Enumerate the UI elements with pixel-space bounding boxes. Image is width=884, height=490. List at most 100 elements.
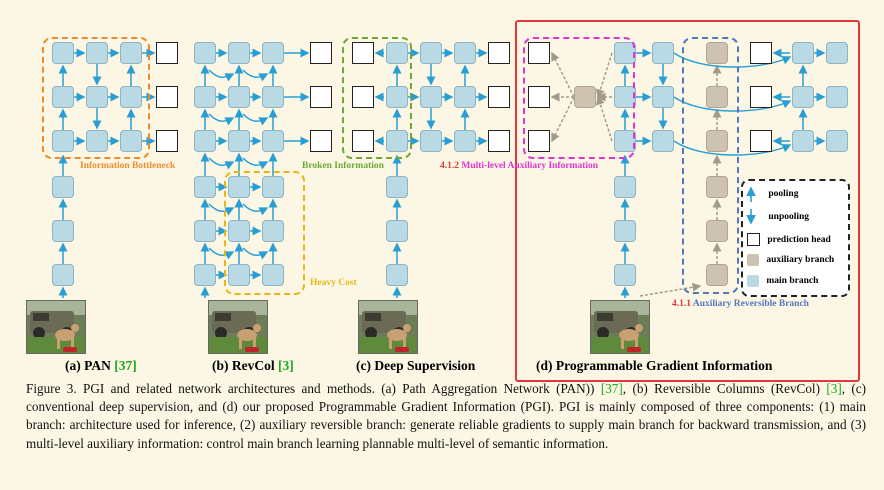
legend-prediction-head: prediction head (747, 233, 831, 246)
dog-photo (26, 300, 86, 354)
dog-photo (208, 300, 268, 354)
aux-box-icon (747, 254, 759, 266)
panel-label-c: (c) Deep Supervision (356, 358, 476, 373)
skip-arrow (208, 113, 235, 126)
pgi-main-node (792, 130, 814, 152)
revcol-node (194, 176, 216, 198)
pan-node (86, 130, 108, 152)
pgi-highlight-box (515, 20, 860, 382)
prediction-head (156, 42, 178, 64)
arrow-down-icon (746, 209, 756, 225)
pan-backbone-node (52, 264, 74, 286)
multi-level-label: 4.1.2 Multi-level Auxiliary Information (440, 161, 598, 171)
legend-label: auxiliary branch (766, 255, 835, 266)
pan-node (120, 86, 142, 108)
prediction-head (310, 86, 332, 108)
pgi-main-node (652, 130, 674, 152)
head-box-icon (747, 233, 760, 246)
aux-info-arrow (595, 52, 613, 99)
pgi-main-node (652, 42, 674, 64)
pan-node (52, 130, 74, 152)
prediction-head (528, 130, 550, 152)
pgi-main-node (826, 130, 848, 152)
panel-label-b: (b) RevCol [3] (212, 358, 294, 373)
revcol-node (228, 264, 250, 286)
prediction-head (528, 86, 550, 108)
revcol-node (194, 264, 216, 286)
skip-arrow (208, 247, 235, 260)
ds-node (454, 86, 476, 108)
revcol-node (228, 130, 250, 152)
pan-node (120, 130, 142, 152)
skip-arrow (208, 69, 235, 82)
ds-node (386, 86, 408, 108)
prediction-head (750, 86, 772, 108)
ds-node (386, 42, 408, 64)
pan-backbone-node (52, 176, 74, 198)
pgi-main-node (826, 86, 848, 108)
revcol-node (228, 176, 250, 198)
heavy-cost-box (224, 171, 305, 295)
prediction-head (750, 130, 772, 152)
prediction-head (352, 130, 374, 152)
panel-label-a: (a) PAN [37] (65, 358, 137, 373)
pgi-main-node (652, 86, 674, 108)
pgi-backbone-node (614, 264, 636, 286)
aux-info-arrow (551, 51, 575, 98)
aux-info-arrow (595, 95, 613, 142)
multi-level-text: Multi-level Auxiliary Information (461, 161, 599, 171)
deep-supervision-box (342, 37, 412, 159)
pan-node (86, 42, 108, 64)
pgi-backbone-node (614, 176, 636, 198)
legend-label: unpooling (768, 212, 810, 223)
aux-reversible-node (706, 176, 728, 198)
main-box-icon (747, 275, 759, 287)
ds-node (454, 130, 476, 152)
revcol-node (262, 220, 284, 242)
prediction-head (488, 130, 510, 152)
legend-label: main branch (766, 276, 819, 287)
pan-node (86, 86, 108, 108)
ds-backbone-node (386, 220, 408, 242)
heavy-cost-label: Heavy Cost (310, 278, 357, 288)
pan-node (52, 86, 74, 108)
arrow-up-icon (746, 186, 756, 202)
prediction-head (156, 86, 178, 108)
pan-node (120, 42, 142, 64)
ds-backbone-node (386, 176, 408, 198)
prediction-head (156, 130, 178, 152)
aux-reversible-node (706, 264, 728, 286)
prediction-head (488, 42, 510, 64)
aux-info-arrow (551, 96, 575, 143)
revcol-node (262, 42, 284, 64)
aux-rev-num: 4.1.1 (672, 299, 691, 309)
pgi-main-node (826, 42, 848, 64)
legend-pooling: pooling (746, 185, 798, 203)
skip-arrow (242, 203, 269, 216)
skip-arrow (242, 157, 269, 170)
revcol-node (194, 130, 216, 152)
multi-level-num: 4.1.2 (440, 161, 459, 171)
revcol-node (262, 86, 284, 108)
prediction-head (352, 42, 374, 64)
revcol-node (194, 42, 216, 64)
legend-aux-branch: auxiliary branch (747, 254, 834, 266)
skip-arrow (208, 203, 235, 216)
figure-caption: Figure 3. PGI and related network archit… (26, 381, 867, 451)
dog-photo (590, 300, 650, 354)
ds-backbone-node (386, 264, 408, 286)
pan-backbone-node (52, 220, 74, 242)
pan-node (52, 42, 74, 64)
ds-node (420, 42, 442, 64)
skip-arrow (242, 247, 269, 260)
legend-label: prediction head (767, 234, 831, 245)
revcol-node (262, 130, 284, 152)
legend: pooling unpooling prediction head auxili… (741, 179, 850, 297)
aux-reversible-node (706, 220, 728, 242)
skip-arrow (242, 113, 269, 126)
aux-reversible-node (706, 86, 728, 108)
pgi-backbone-node (614, 220, 636, 242)
revcol-node (194, 86, 216, 108)
revcol-node (228, 42, 250, 64)
